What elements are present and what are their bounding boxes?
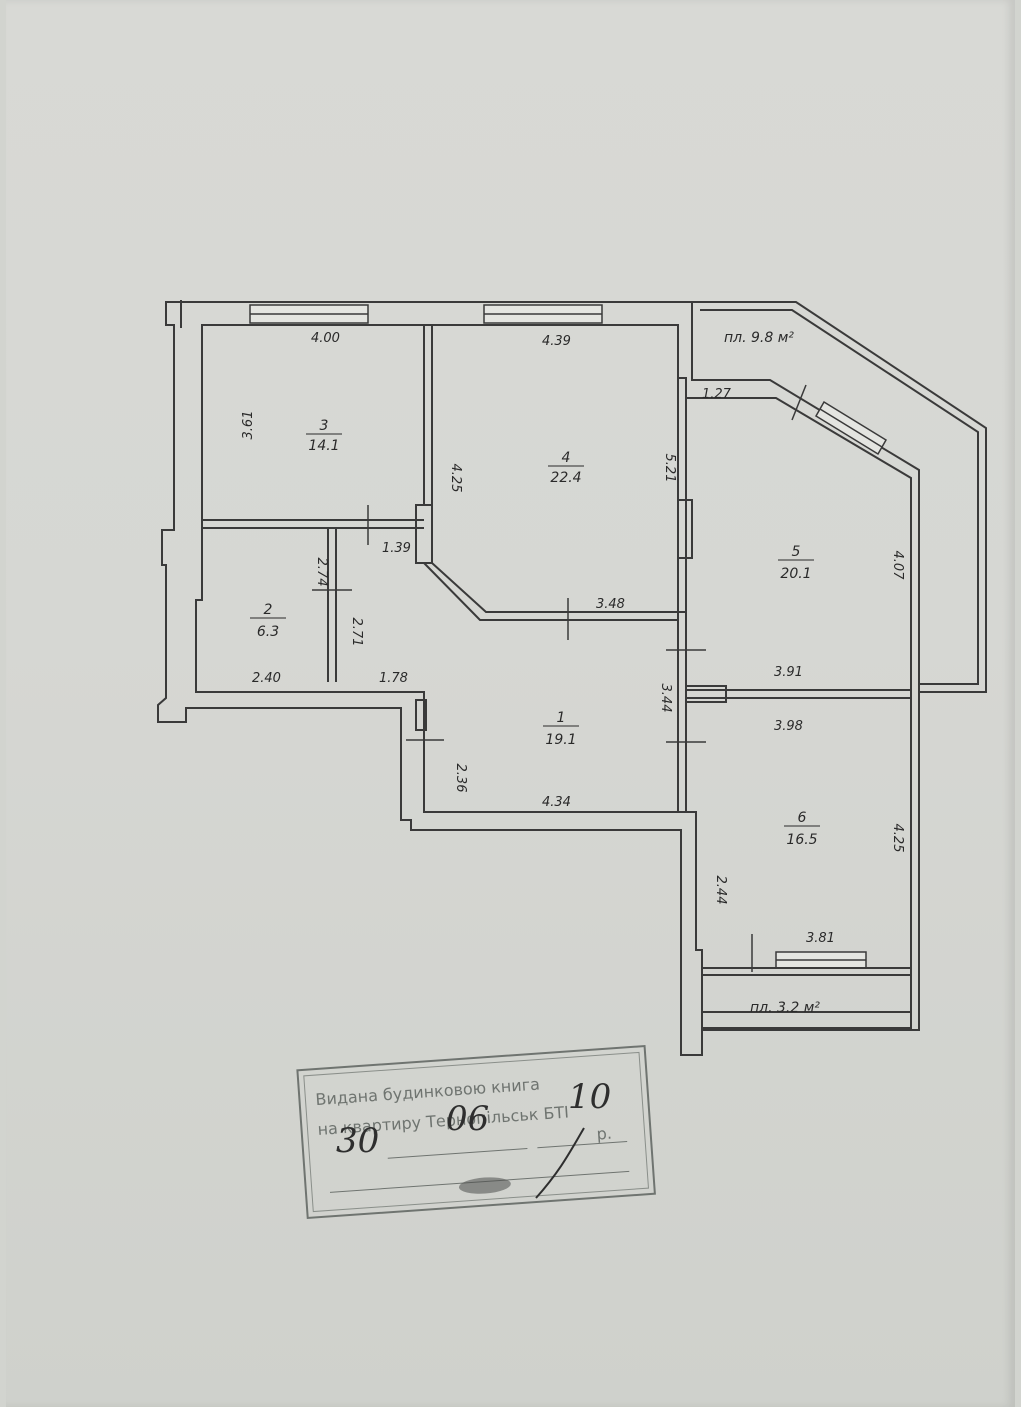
balcony-upper-area: пл. 9.8 м²	[724, 330, 794, 346]
stamp-line-1: Видана будинковою книга	[315, 1074, 541, 1109]
dim-3-98: 3.98	[774, 719, 803, 734]
paper-sheet: 3 14.1 4 22.4 5 20.1 2 6.3 1 19.1 6 16.5…	[6, 0, 1015, 1407]
room-6-number: 6	[798, 810, 807, 826]
door-markers	[312, 384, 807, 972]
balcony-lower	[701, 967, 912, 1029]
dim-4-34: 4.34	[542, 795, 571, 810]
window-diagonal	[814, 400, 888, 456]
room-2-area: 6.3	[257, 624, 279, 640]
dim-3-48: 3.48	[596, 597, 625, 612]
window-bottom	[775, 951, 867, 969]
dim-2-71: 2.71	[349, 618, 364, 647]
stamp-smudge	[458, 1177, 511, 1194]
handwritten-month: 06	[446, 1099, 489, 1139]
room-6-area: 16.5	[786, 832, 817, 848]
room-5-number: 5	[792, 544, 801, 560]
dim-1-27: 1.27	[702, 387, 732, 402]
room-labels: 3 14.1 4 22.4 5 20.1 2 6.3 1 19.1 6 16.5	[250, 418, 820, 848]
dim-2-36: 2.36	[453, 764, 468, 793]
interior-walls	[202, 325, 911, 812]
handwritten-date: 30 06 10	[336, 1077, 611, 1199]
dim-4-25a: 4.25	[448, 464, 463, 493]
balcony-upper	[692, 301, 987, 693]
floor-plan: 3 14.1 4 22.4 5 20.1 2 6.3 1 19.1 6 16.5…	[157, 300, 987, 1220]
dim-3-91: 3.91	[774, 665, 803, 680]
dim-4-39: 4.39	[542, 334, 571, 349]
dim-3-61: 3.61	[241, 411, 256, 440]
room-4-number: 4	[562, 450, 571, 466]
room-1-number: 1	[557, 710, 566, 726]
dim-2-74: 2.74	[314, 558, 329, 587]
stamp-year-suffix: р.	[596, 1124, 613, 1144]
room-5-area: 20.1	[780, 566, 811, 582]
room-3-area: 14.1	[308, 438, 339, 454]
window-top-right	[483, 304, 603, 324]
room-2-number: 2	[264, 602, 273, 618]
handwritten-year: 10	[568, 1077, 611, 1117]
balcony-lower-area: пл. 3.2 м²	[750, 1000, 820, 1016]
dim-2-40: 2.40	[252, 671, 281, 686]
dim-5-21: 5.21	[662, 454, 677, 483]
dim-3-81: 3.81	[806, 931, 835, 946]
dim-4-07: 4.07	[890, 551, 905, 581]
room-4-area: 22.4	[550, 470, 581, 486]
dim-4-25b: 4.25	[890, 824, 905, 853]
dim-4-00: 4.00	[311, 331, 340, 346]
dim-1-39: 1.39	[382, 541, 411, 556]
dim-1-78: 1.78	[379, 671, 408, 686]
handwritten-day: 30	[336, 1121, 379, 1161]
dim-3-44: 3.44	[658, 684, 673, 713]
dimension-labels: 4.00 4.39 3.61 4.25 5.21 1.27 1.39 2.74 …	[241, 331, 905, 946]
window-top-left	[249, 304, 369, 324]
room-1-area: 19.1	[545, 732, 576, 748]
room-3-number: 3	[320, 418, 329, 434]
dim-2-44: 2.44	[713, 876, 728, 905]
signature-stroke	[535, 1127, 585, 1199]
